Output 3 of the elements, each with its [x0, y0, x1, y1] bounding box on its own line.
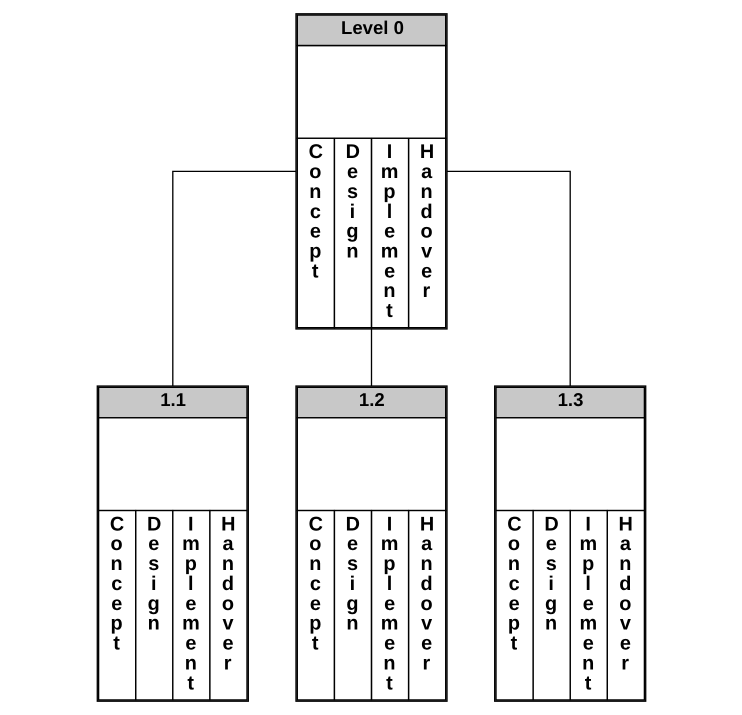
connector [446, 170, 570, 386]
connector [172, 170, 296, 386]
connector [370, 329, 372, 386]
